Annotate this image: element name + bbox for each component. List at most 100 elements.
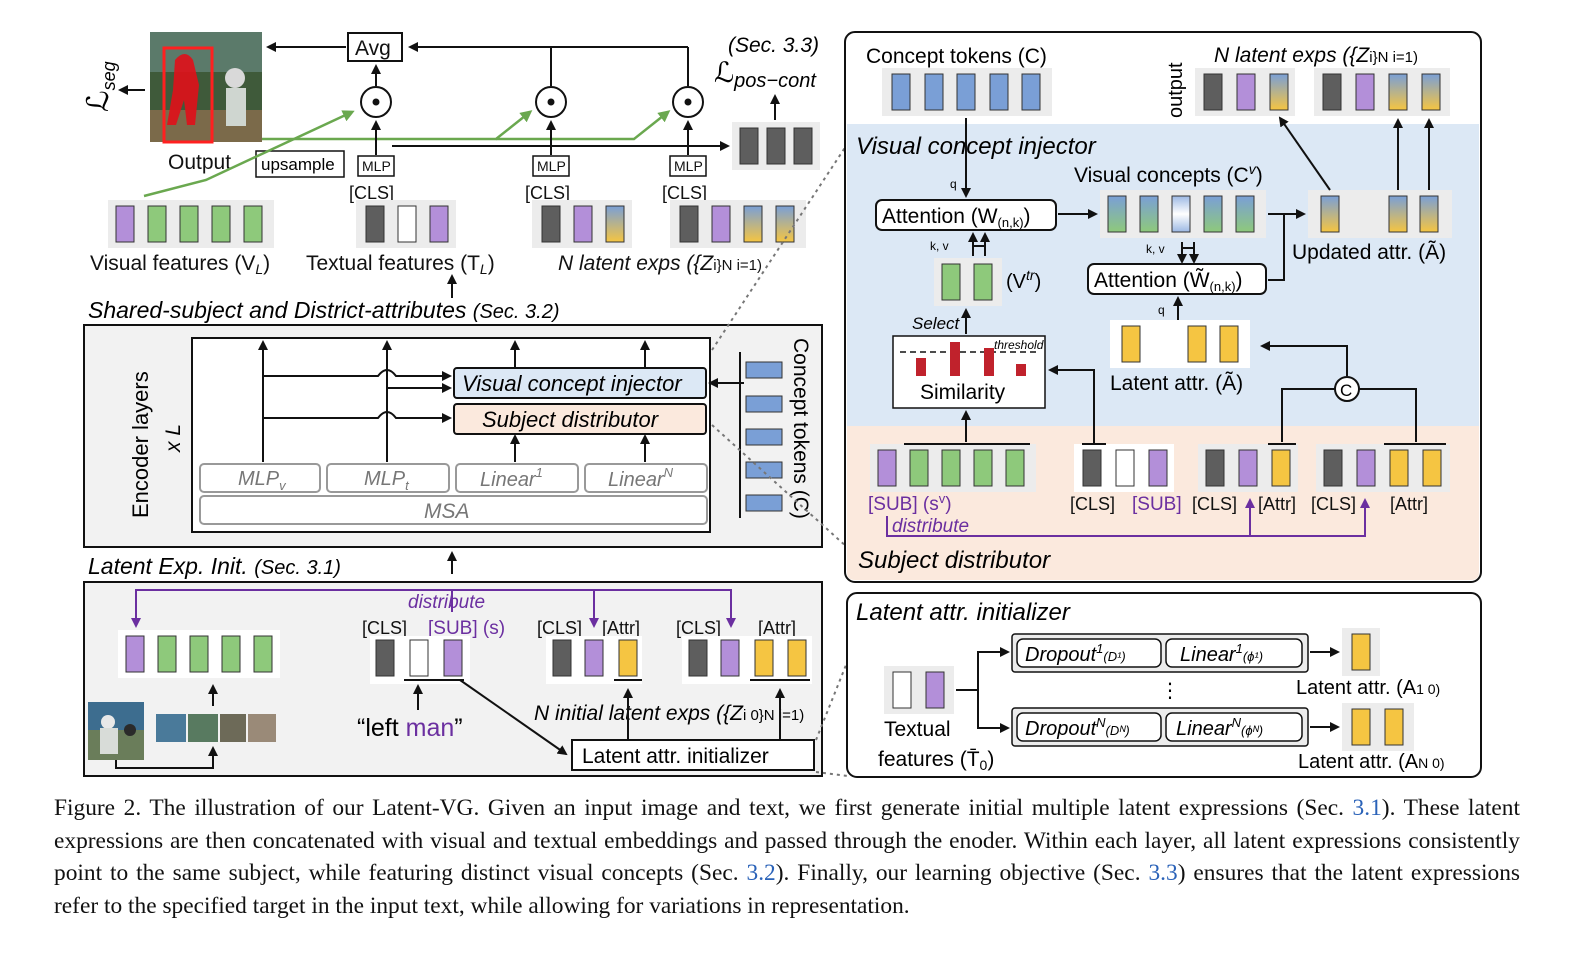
init-attr-3: [Attr] xyxy=(758,618,796,638)
init-text-tokens xyxy=(370,636,470,684)
caption-part-1: Figure 2. The illustration of our Latent… xyxy=(54,795,1353,821)
vci-concept-tokens: Concept tokens (C) xyxy=(866,45,1047,68)
threshold-label: threshold xyxy=(994,338,1044,352)
concept-tokens-vertical xyxy=(739,352,783,518)
latent-exp-tokens-1 xyxy=(532,200,632,248)
mlp-label-1: MLP xyxy=(362,158,391,174)
shared-subject-section: Shared-subject and District-attributes (… xyxy=(83,297,823,574)
lai-title: Latent attr. initializer xyxy=(856,599,1071,626)
visual-concepts-label: Visual concepts (Cv) xyxy=(1074,161,1263,187)
textual-features-label: Textual features (TL) xyxy=(306,252,495,277)
kv-label-1: k, v xyxy=(930,239,949,253)
dropout-n: DropoutN(Dᴺ) xyxy=(1025,715,1130,740)
sd-label: Subject distributor xyxy=(482,407,660,432)
concept-tokens-label: Concept tokens (C) xyxy=(789,338,812,519)
lai-panel: Latent attr. initializer Textual feature… xyxy=(846,592,1482,778)
mlp-label-2: MLP xyxy=(537,158,566,174)
updated-attr-tokens xyxy=(1308,190,1452,238)
latent-exp-tokens-2 xyxy=(670,200,806,248)
init-visual-tokens xyxy=(118,630,280,678)
sd-text-tokens xyxy=(1074,443,1174,492)
select-label: Select xyxy=(912,314,961,333)
loss-seg: ℒseg xyxy=(82,61,119,112)
vci-panel-title: Visual concept injector xyxy=(856,133,1097,160)
mlp-v: MLPv xyxy=(238,468,287,493)
lai-dots: ⋮ xyxy=(1160,680,1180,702)
linear-1-lai: Linear1(ϕ¹) xyxy=(1180,641,1263,666)
caption-part-3: ). Finally, our learning objective (Sec. xyxy=(775,860,1149,886)
mlp-box-3 xyxy=(669,155,707,177)
input-image xyxy=(88,702,144,760)
upsample-label: upsample xyxy=(261,155,335,174)
mlp-box-1 xyxy=(357,155,395,177)
sd-attr-2: [Attr] xyxy=(1258,494,1296,514)
vtr-label: (Vtr) xyxy=(1006,267,1041,293)
concat-label: C xyxy=(1340,381,1352,400)
vci-box xyxy=(453,367,707,399)
cls-label-2: [CLS] xyxy=(525,183,570,203)
odot-1 xyxy=(360,86,392,118)
visual-feature-tokens xyxy=(108,200,274,248)
figure-caption: Figure 2. The illustration of our Latent… xyxy=(54,792,1520,922)
top-section: ℒseg Output upsample Avg xyxy=(82,32,820,298)
q-label-2: q xyxy=(1158,303,1165,317)
kv-label-2: k, v xyxy=(1146,242,1165,256)
cls-label-3: [CLS] xyxy=(662,183,707,203)
attention-box-2 xyxy=(1087,263,1267,295)
init-sub-label: [SUB] (s) xyxy=(428,618,505,639)
n-initial-label: N initial latent exps ({Zi 0}N i=1) xyxy=(534,702,804,725)
latent-an-tokens xyxy=(1342,703,1414,751)
caption-ref-3-3[interactable]: 3.3 xyxy=(1148,860,1178,886)
sd-latent-2 xyxy=(1316,443,1450,492)
avg-box xyxy=(347,32,403,62)
latent-attr-label: Latent attr. (Ã) xyxy=(1110,371,1243,395)
sd-panel: [SUB] (sv) [CLS] [SUB] [CLS] [Attr] xyxy=(858,443,1450,574)
sd-cls-1: [CLS] xyxy=(1070,494,1115,514)
caption-ref-3-2[interactable]: 3.2 xyxy=(746,860,776,886)
vci-label: Visual concept injector xyxy=(462,371,683,396)
mlp-label-3: MLP xyxy=(674,158,703,174)
lai-text-tokens xyxy=(884,666,954,714)
init-attr-2: [Attr] xyxy=(602,618,640,638)
shared-title: Shared-subject and District-attributes (… xyxy=(88,297,559,323)
init-latent-1 xyxy=(546,636,642,684)
attention-label-2: Attention (W̃(n,k)) xyxy=(1094,269,1243,294)
updated-attr-label: Updated attr. (Ã) xyxy=(1292,240,1446,264)
loss-tokens xyxy=(732,122,820,170)
cls-label-1: [CLS] xyxy=(349,183,394,203)
dropout-1: Dropout1(D¹) xyxy=(1025,641,1126,666)
vtr-tokens xyxy=(934,258,1002,306)
similarity-label: Similarity xyxy=(920,381,1006,404)
msa: MSA xyxy=(424,500,470,523)
caption-part-4: ) ensures that the latent expressions re… xyxy=(54,860,1520,919)
init-section: Latent Exp. Init. (Sec. 3.1) distribute xyxy=(83,553,823,777)
latent-an-label: Latent attr. (AN 0) xyxy=(1298,751,1445,773)
caption-part-2: ). These latent expressions are then con… xyxy=(54,795,1521,886)
output-vertical: output xyxy=(1165,62,1187,118)
init-cls-label: [CLS] xyxy=(362,618,407,638)
sd-cls-2: [CLS] xyxy=(1192,494,1237,514)
sd-visual-tokens xyxy=(870,443,1036,492)
latent-a1-token xyxy=(1342,628,1380,676)
mlp-t: MLPt xyxy=(364,468,410,493)
latent-attr-tokens xyxy=(1110,320,1250,368)
sd-sub-sv: [SUB] (sv) xyxy=(868,491,952,515)
encoder-layers: Encoder layers xyxy=(128,371,153,518)
sd-box xyxy=(453,403,707,435)
odot-3 xyxy=(672,86,704,118)
odot-2 xyxy=(535,86,567,118)
caption-ref-3-1[interactable]: 3.1 xyxy=(1352,795,1382,821)
lai-textual: Textual xyxy=(884,718,951,741)
output-label: Output xyxy=(168,151,231,174)
attention-label-1: Attention (W(n,k)) xyxy=(882,205,1031,230)
avg-label: Avg xyxy=(355,37,391,60)
attention-box-1 xyxy=(875,199,1057,231)
loss-pos-cont: ℒpos−cont xyxy=(714,57,817,92)
sd-cls-3: [CLS] xyxy=(1311,494,1356,514)
initializer-box xyxy=(571,739,815,771)
initializer-label: Latent attr. initializer xyxy=(582,745,769,768)
sd-latent-1 xyxy=(1198,443,1298,492)
lai-features: features (T̄0) xyxy=(878,748,994,773)
sd-attr-3: [Attr] xyxy=(1390,494,1428,514)
textual-feature-tokens xyxy=(356,200,456,248)
